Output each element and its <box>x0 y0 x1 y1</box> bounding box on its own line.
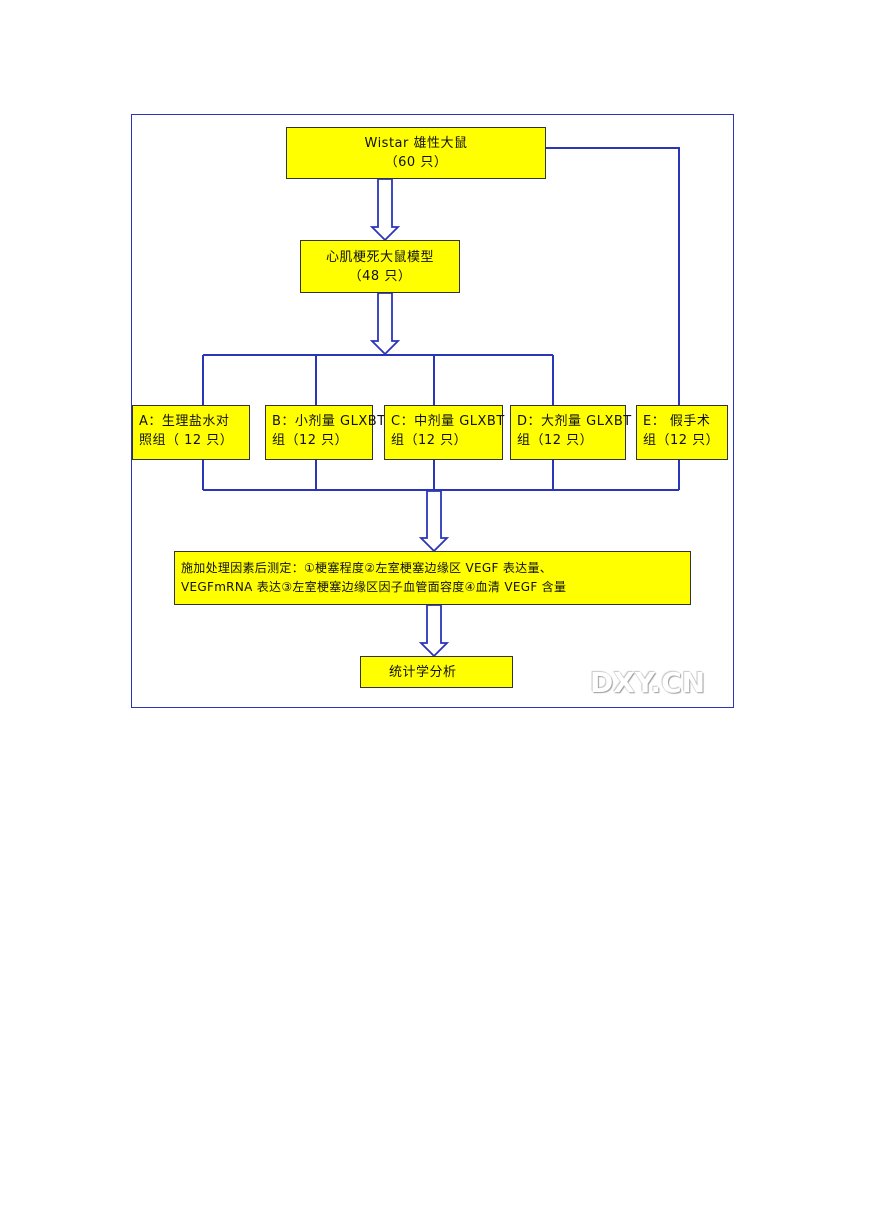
node-group-a: A：生理盐水对 照组（ 12 只） <box>132 405 250 460</box>
group-d-line2: 组（12 只） <box>517 433 594 448</box>
statistics-label: 统计学分析 <box>389 664 457 680</box>
hollow-arrow-3 <box>418 490 450 553</box>
source-line2: （60 只） <box>384 155 448 170</box>
node-treatment: 施加处理因素后测定：①梗塞程度②左室梗塞边缘区 VEGF 表达量、 VEGFmR… <box>174 551 691 605</box>
group-e-line2: 组（12 只） <box>643 433 720 448</box>
dxy-watermark: DXY.CN <box>590 666 706 699</box>
treatment-line2: VEGFmRNA 表达③左室梗塞边缘区因子血管面容度④血清 VEGF 含量 <box>181 580 567 594</box>
connector-source-to-e <box>546 147 680 405</box>
group-e-line1: E： 假手术 <box>643 414 711 429</box>
hollow-arrow-4 <box>418 604 450 658</box>
group-b-line1: B：小剂量 GLXBT <box>272 414 386 429</box>
group-b-line2: 组（12 只） <box>272 433 349 448</box>
node-mi-model: 心肌梗死大鼠模型 （48 只） <box>300 240 460 293</box>
group-d-line1: D：大剂量 GLXBT <box>517 414 632 429</box>
group-c-line2: 组（12 只） <box>391 433 468 448</box>
model-line1: 心肌梗死大鼠模型 <box>325 249 434 265</box>
node-statistics: 统计学分析 <box>360 656 513 688</box>
group-a-line2: 照组（ 12 只） <box>139 433 234 448</box>
node-group-e: E： 假手术 组（12 只） <box>636 405 728 460</box>
group-a-line1: A：生理盐水对 <box>139 414 230 429</box>
node-source-rats: Wistar 雄性大鼠 （60 只） <box>286 127 546 179</box>
node-group-c: C：中剂量 GLXBT 组（12 只） <box>384 405 505 460</box>
source-line1: Wistar 雄性大鼠 <box>364 136 468 151</box>
treatment-line1: 施加处理因素后测定：①梗塞程度②左室梗塞边缘区 VEGF 表达量、 <box>181 561 553 575</box>
hollow-arrow-1 <box>369 178 401 242</box>
model-line2: （48 只） <box>348 268 412 284</box>
group-c-line1: C：中剂量 GLXBT <box>391 414 505 429</box>
node-group-d: D：大剂量 GLXBT 组（12 只） <box>510 405 632 460</box>
hollow-arrow-2 <box>369 292 401 356</box>
node-group-b: B：小剂量 GLXBT 组（12 只） <box>265 405 386 460</box>
diagram-frame <box>131 114 734 708</box>
